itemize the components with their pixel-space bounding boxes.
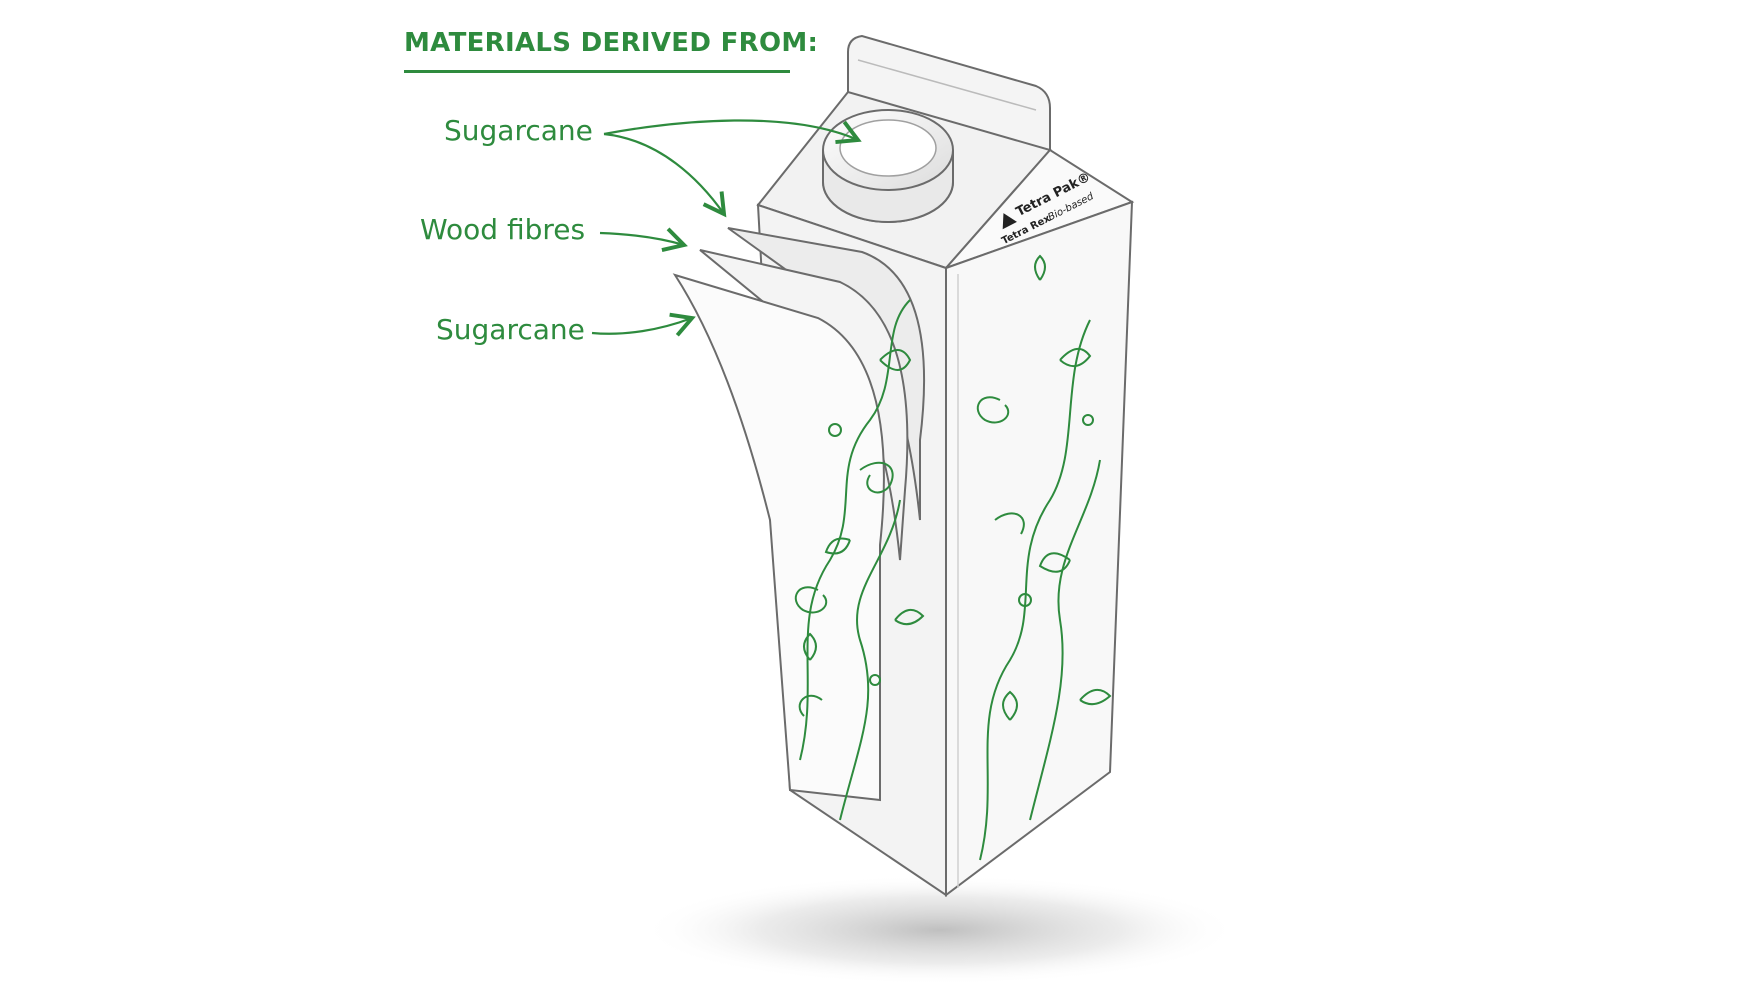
screw-cap (822, 109, 954, 223)
arrow-to-outer-layer (591, 312, 696, 337)
carton-side-face (945, 200, 1134, 897)
floor-shadow (640, 875, 1240, 985)
label-sugarcane-layer: Sugarcane (436, 313, 585, 346)
arrow-to-cap (603, 119, 862, 145)
gable-fin (847, 34, 1051, 162)
materials-heading: MATERIALS DERIVED FROM: (404, 28, 819, 58)
arrow-to-paperboard (599, 227, 688, 252)
label-sugarcane-cap: Sugarcane (444, 114, 593, 147)
floral-pattern-side (976, 254, 1112, 861)
label-wood-fibres: Wood fibres (420, 213, 586, 246)
heading-underline (404, 70, 790, 73)
floral-pattern-front (794, 299, 925, 821)
layer-outer (672, 273, 885, 802)
arrow-to-inner-layer (603, 132, 727, 218)
